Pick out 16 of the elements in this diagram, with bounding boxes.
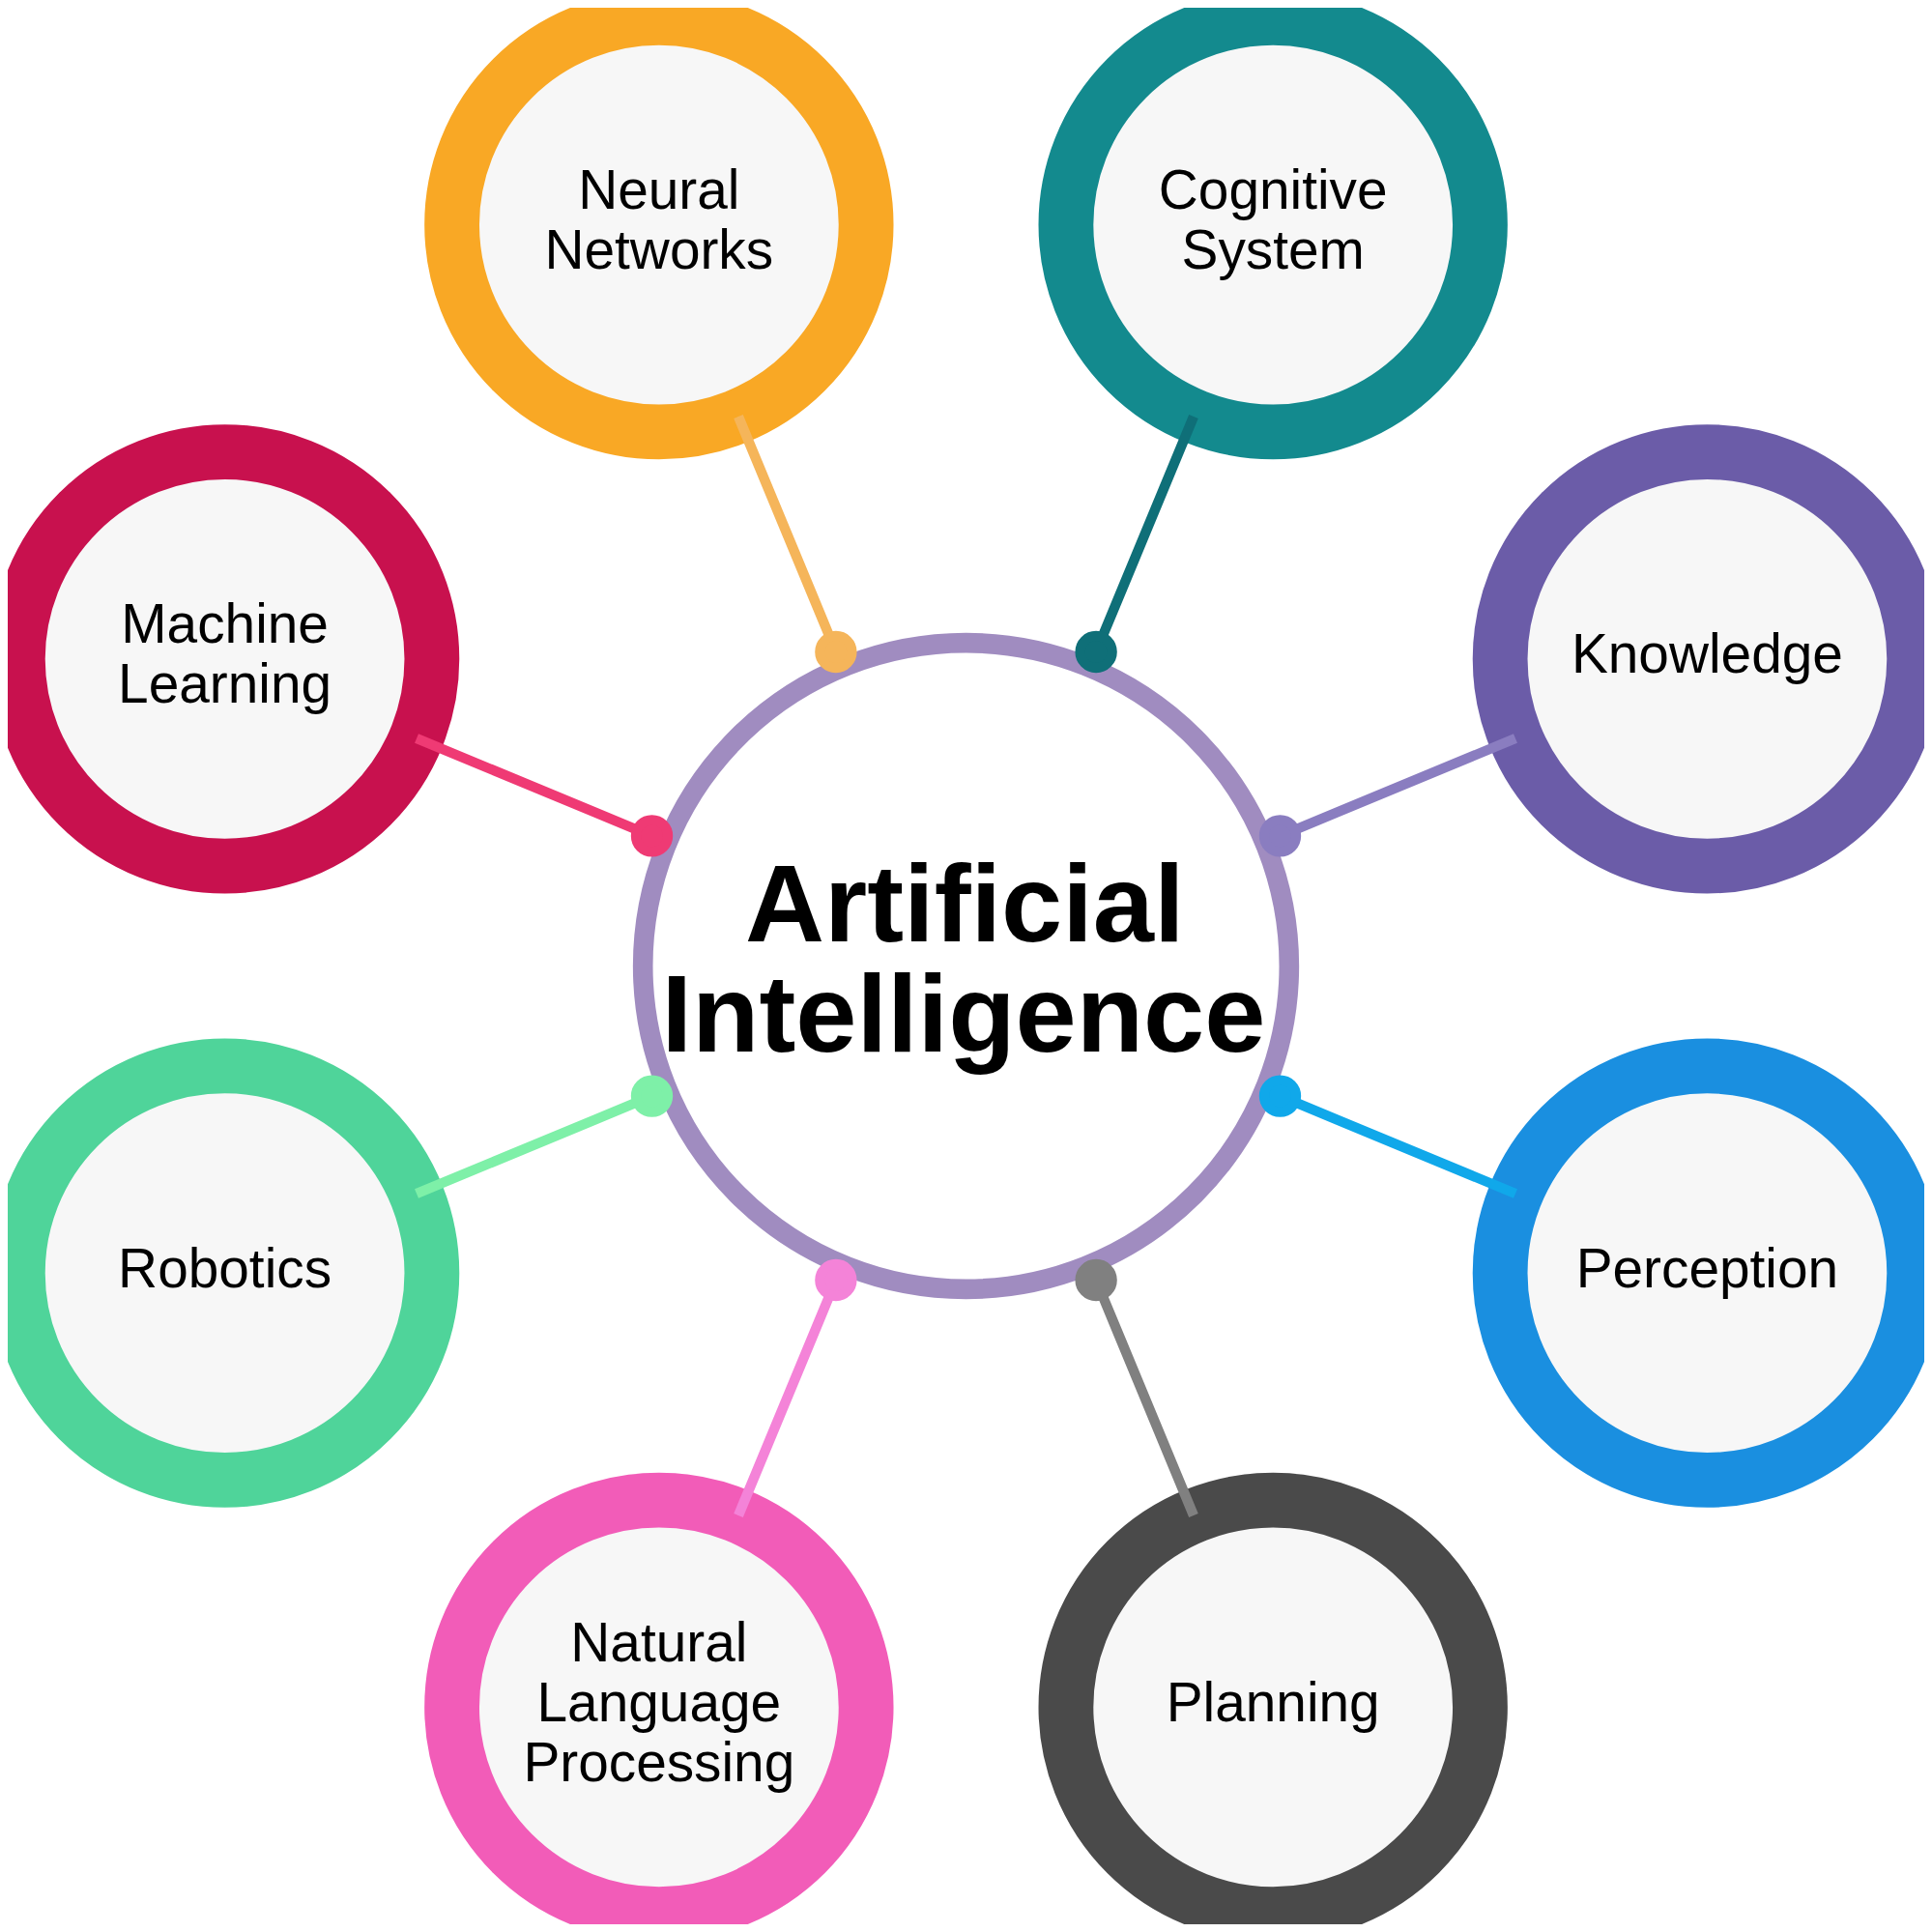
connector xyxy=(1258,734,1517,857)
connector xyxy=(1075,1258,1198,1517)
connector xyxy=(1075,415,1198,674)
node-circle: Planning xyxy=(1038,1472,1508,1924)
node-circle: Robotics xyxy=(8,1038,460,1508)
connector xyxy=(1258,1075,1517,1198)
connector xyxy=(415,1075,674,1198)
connector xyxy=(734,415,857,674)
node-circle: Cognitive System xyxy=(1038,8,1508,460)
node-circle: Natural Language Processing xyxy=(424,1472,894,1924)
node-circle: Knowledge xyxy=(1472,424,1924,894)
node-circle: Perception xyxy=(1472,1038,1924,1508)
node-circle: Neural Networks xyxy=(424,8,894,460)
node-circle: Machine Learning xyxy=(8,424,460,894)
connector xyxy=(415,734,674,857)
connector xyxy=(734,1258,857,1517)
